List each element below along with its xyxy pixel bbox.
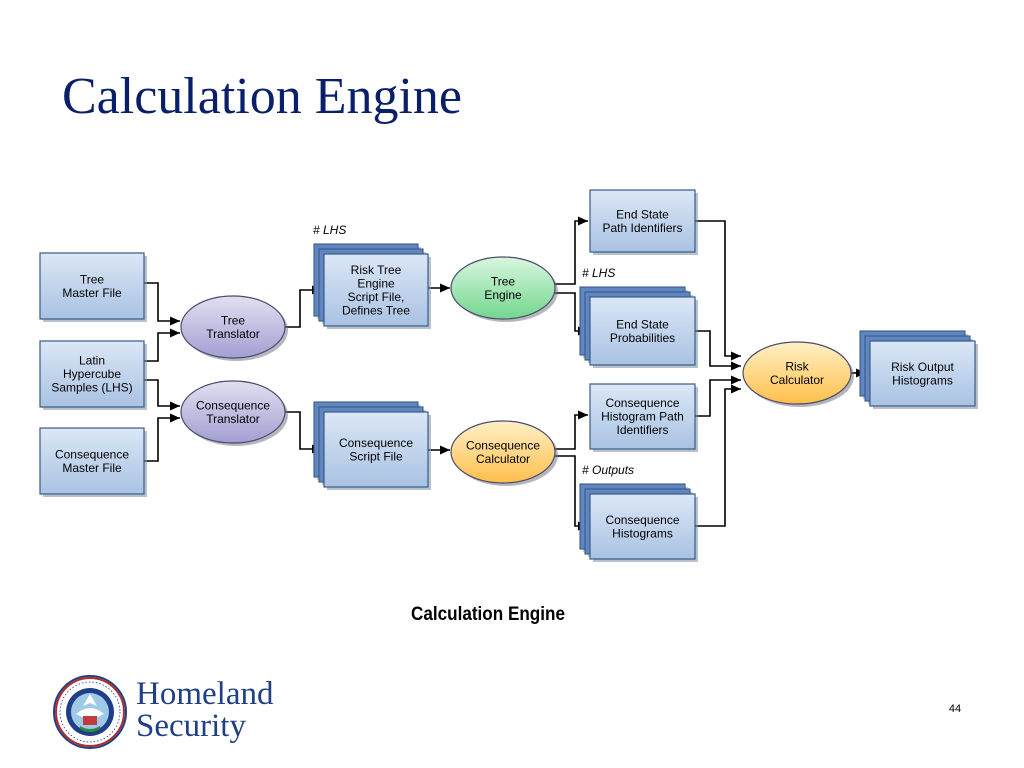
connector-latin-hypercube-samples-to-consequence-translator [144,379,180,411]
risk-calculator-label-line: Risk [785,359,809,373]
homeland-security-wordmark: Homeland Security [136,676,274,744]
consequence-histograms-label-line: Consequence [605,513,679,527]
consequence-master-file-label-line: Consequence [55,447,129,461]
consequence-script-file-label-line: Script File [349,449,403,463]
risk-calculator-label-line: Calculator [770,373,824,387]
wordmark-line-2: Security [136,708,246,744]
consequence-translator-shape [180,380,286,444]
connector-tree-master-file-to-tree-translator [144,282,180,326]
connector-end-state-path-identifiers-to-risk-calculator [695,220,741,361]
annotation-lhs-risk-tree: # LHS [313,223,346,237]
page-number: 44 [948,703,962,715]
end-state-probabilities-label-line: Probabilities [610,331,675,345]
latin-hypercube-samples-label-line: Latin [79,354,105,368]
consequence-translator-label-line: Translator [206,412,260,426]
end-state-path-identifiers-label-line: End State [616,207,669,221]
tree-engine-shape [450,256,556,320]
consequence-calculator-label-line: Calculator [476,452,530,466]
consequence-histogram-path-identifiers-shape [589,383,696,450]
dhs-seal-icon [53,675,127,749]
risk-tree-engine-script-file-label-line: Script File, [348,290,405,304]
consequence-histogram-path-identifiers-label-line: Identifiers [616,423,668,437]
end-state-probabilities-label-line: End State [616,317,669,331]
annotation-layer: # LHS # LHS # Outputs [313,223,634,477]
annotation-outputs-consequence: # Outputs [582,463,634,477]
tree-master-file-label-line: Tree [80,272,105,286]
consequence-histogram-path-identifiers-label-line: Consequence [605,396,679,410]
homeland-security-logo: Homeland Security [50,672,310,752]
end-state-path-identifiers-label-line: Path Identifiers [602,221,682,235]
consequence-calculator-label-line: Consequence [466,438,540,452]
tree-translator-label-line: Translator [206,327,260,341]
consequence-calculator-shape [450,420,556,484]
connector-latin-hypercube-samples-to-tree-translator [144,328,180,362]
annotation-lhs-end-state: # LHS [582,266,615,280]
tree-translator-label-line: Tree [221,313,246,327]
connector-end-state-probabilities-to-risk-calculator [695,330,741,371]
consequence-translator-label-line: Consequence [196,398,270,412]
consequence-master-file-label-line: Master File [62,461,122,475]
risk-output-histograms-label-line: Risk Output [891,360,954,374]
connector-consequence-master-file-to-consequence-translator [144,413,180,462]
latin-hypercube-samples-label-line: Samples (LHS) [51,381,132,395]
consequence-master-file-shape [39,427,145,495]
connector-consequence-translator-to-consequence-script-file [285,411,322,454]
risk-tree-engine-script-file-label-line: Engine [357,276,395,290]
risk-tree-engine-script-file-label-line: Defines Tree [342,303,410,317]
diagram-caption: Calculation Engine [411,604,565,625]
consequence-histograms-label-line: Histograms [612,526,673,540]
risk-tree-engine-script-file-shape [323,253,429,327]
slide-title: Calculation Engine [62,68,463,125]
connector-tree-engine-to-end-state-path-identifiers [555,216,588,285]
end-state-probabilities-shape [589,296,696,366]
connector-consequence-calculator-to-consequence-histogram-path-identifiers [555,410,588,450]
tree-master-file-label-line: Master File [62,286,122,300]
latin-hypercube-samples-shape [39,340,145,408]
risk-output-histograms-label-line: Histograms [892,373,953,387]
consequence-script-file-shape [323,411,429,488]
risk-output-histograms-shape [869,340,976,407]
wordmark-line-1: Homeland [136,676,274,712]
consequence-histogram-path-identifiers-label-line: Histogram Path [601,410,684,424]
tree-engine-label-line: Tree [491,274,516,288]
tree-master-file-shape [39,252,145,320]
connector-consequence-histograms-to-risk-calculator [695,384,741,527]
consequence-histograms-shape [589,493,696,560]
tree-translator-shape [180,295,286,359]
risk-tree-engine-script-file-label-line: Risk Tree [351,263,402,277]
end-state-path-identifiers-shape [589,189,696,253]
tree-engine-label-line: Engine [484,288,522,302]
latin-hypercube-samples-label-line: Hypercube [63,367,121,381]
connector-consequence-histogram-path-identifiers-to-risk-calculator [695,375,741,417]
consequence-script-file-label-line: Consequence [339,436,413,450]
connector-tree-translator-to-risk-tree-engine-script-file [285,285,322,328]
risk-calculator-shape [742,341,852,405]
